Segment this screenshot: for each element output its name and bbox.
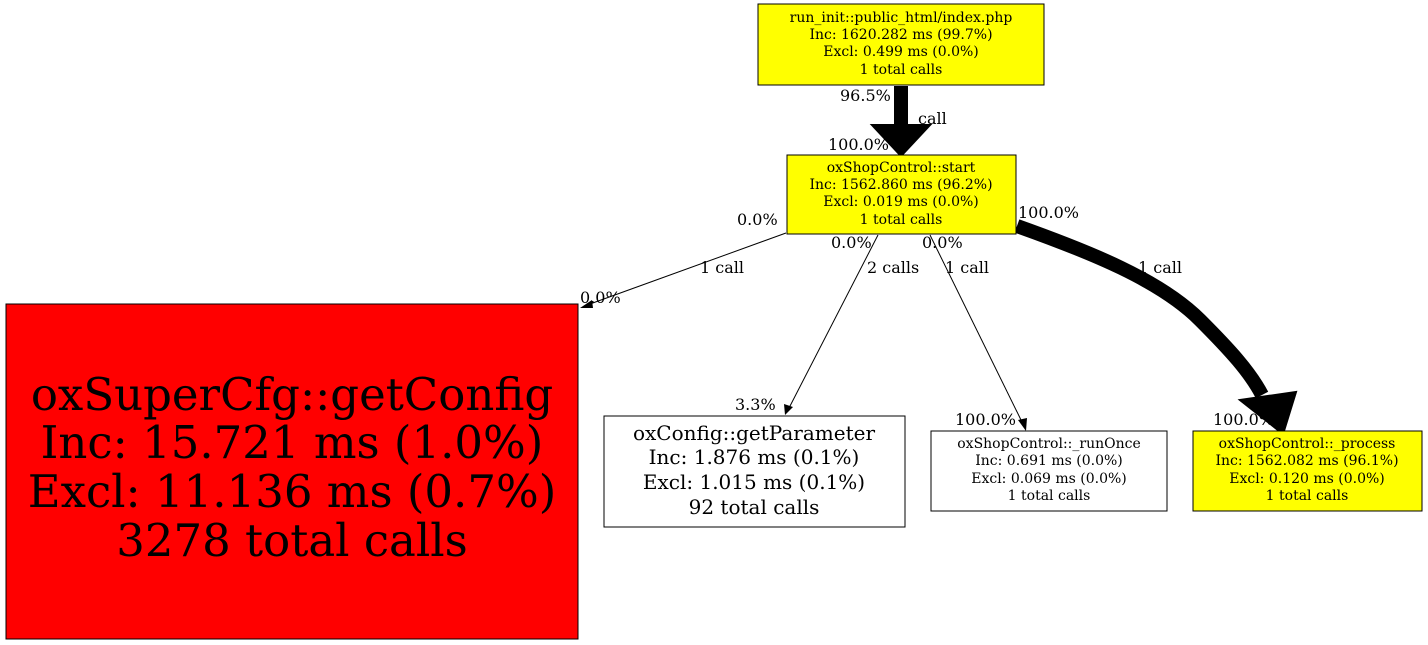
edge-head-pct: 3.3% [735,395,776,414]
node-exclusive-time: Excl: 1.015 ms (0.1%) [643,470,865,494]
arrowhead [1018,418,1027,431]
node-exclusive-time: Excl: 0.069 ms (0.0%) [971,471,1127,487]
edge-line [1014,219,1269,399]
arrowhead [784,404,793,415]
edge-head-pct: 0.0% [580,288,621,307]
edge-start-to-process: 1 call 100.0% 100.0% [1014,203,1298,436]
arrowhead [1237,390,1298,436]
edge-call-label: call [918,109,947,128]
edge-tail-pct: 0.0% [831,233,872,252]
edge-start-to-runOnce: 1 call 0.0% 100.0% [922,233,1027,431]
node-box [757,3,1045,86]
node-inclusive-time: Inc: 1620.282 ms (99.7%) [809,27,992,43]
node-oxshopcontrol-runonce[interactable]: oxShopControl::_runOnce Inc: 0.691 ms (0… [930,430,1168,512]
node-oxshopcontrol-start[interactable]: oxShopControl::start Inc: 1562.860 ms (9… [786,154,1017,235]
edge-line [788,234,879,409]
node-function-name: oxConfig::getParameter [633,421,875,445]
node-function-name: oxShopControl::start [827,160,976,176]
node-exclusive-time: Excl: 0.499 ms (0.0%) [823,44,979,60]
node-oxsupercfg-getconfig[interactable]: oxSuperCfg::getConfig Inc: 15.721 ms (1.… [5,303,579,640]
node-total-calls: 92 total calls [689,495,820,519]
node-total-calls: 1 total calls [860,62,943,78]
node-function-name: oxShopControl::_runOnce [957,436,1140,452]
edge-tail-pct: 96.5% [840,86,891,105]
node-inclusive-time: Inc: 0.691 ms (0.0%) [975,453,1123,469]
node-total-calls: 1 total calls [1266,488,1349,504]
node-box [5,303,579,640]
node-total-calls: 1 total calls [1008,488,1091,504]
edge-call-label: 1 call [945,258,989,277]
edge-head-pct: 100.0% [1213,410,1274,429]
node-exclusive-time: Excl: 11.136 ms (0.7%) [28,465,557,518]
edge-call-label: 2 calls [867,258,919,277]
node-total-calls: 3278 total calls [116,514,468,567]
node-function-name: oxSuperCfg::getConfig [31,368,553,421]
edge-index-to-start: call 96.5% 100.0% [828,86,947,158]
edge-tail-pct: 100.0% [1018,203,1079,222]
arrowhead [580,300,593,308]
node-box [930,430,1168,512]
node-function-name: run_init::public_html/index.php [790,10,1013,26]
node-inclusive-time: Inc: 1.876 ms (0.1%) [649,445,860,469]
node-box [786,154,1017,235]
node-total-calls: 1 total calls [860,212,943,228]
node-box [1192,430,1423,512]
edge-line [929,234,1023,423]
arrowhead [869,124,933,158]
node-inclusive-time: Inc: 1562.082 ms (96.1%) [1215,453,1398,469]
edge-start-to-getParameter: 2 calls 0.0% 3.3% [735,233,919,415]
node-index-php[interactable]: run_init::public_html/index.php Inc: 162… [757,3,1045,86]
node-inclusive-time: Inc: 15.721 ms (1.0%) [41,416,544,469]
node-oxconfig-getparameter[interactable]: oxConfig::getParameter Inc: 1.876 ms (0.… [603,415,906,528]
node-exclusive-time: Excl: 0.019 ms (0.0%) [823,194,979,210]
node-oxshopcontrol-process[interactable]: oxShopControl::_process Inc: 1562.082 ms… [1192,430,1423,512]
node-inclusive-time: Inc: 1562.860 ms (96.2%) [809,177,992,193]
node-exclusive-time: Excl: 0.120 ms (0.0%) [1229,471,1385,487]
edge-line [589,232,787,305]
node-box [603,415,906,528]
edge-head-pct: 100.0% [828,135,889,154]
edge-tail-pct: 0.0% [737,210,778,229]
edge-head-pct: 100.0% [955,410,1016,429]
edge-tail-pct: 0.0% [922,233,963,252]
node-function-name: oxShopControl::_process [1219,436,1396,452]
edge-start-to-getConfig: 1 call 0.0% 0.0% [580,210,787,308]
edge-call-label: 1 call [700,258,744,277]
edge-call-label: 1 call [1138,258,1182,277]
